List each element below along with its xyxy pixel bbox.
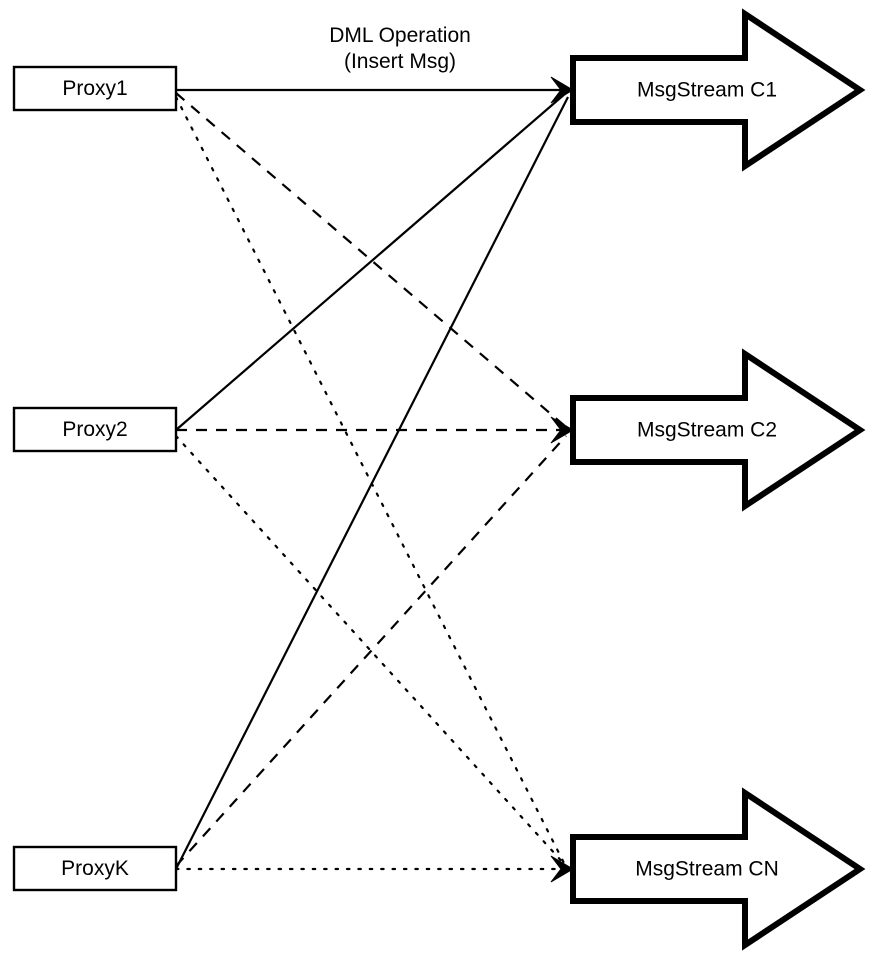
- proxy-node-proxyk[interactable]: ProxyK: [12, 845, 178, 892]
- streams-layer: MsgStream C1 MsgStream C2 MsgStream CN: [570, 8, 866, 951]
- proxy-node-proxy1[interactable]: Proxy1: [12, 65, 178, 112]
- stream-node-stream_c2[interactable]: MsgStream C2: [570, 348, 866, 512]
- arrowhead-head-c2: [550, 416, 574, 444]
- edge-caption-line-1: DML Operation: [329, 24, 471, 47]
- edge-caption: DML Operation (Insert Msg): [329, 24, 471, 73]
- proxy-label: ProxyK: [61, 857, 129, 880]
- stream-label: MsgStream C2: [637, 419, 777, 442]
- proxy-box-shape: [12, 406, 178, 453]
- proxy-label: Proxy1: [62, 77, 127, 100]
- proxy-node-proxy2[interactable]: Proxy2: [12, 406, 178, 453]
- stream-node-stream_cn[interactable]: MsgStream CN: [570, 787, 866, 951]
- connections-layer: [174, 88, 569, 871]
- connection-p2-c1[interactable]: [175, 92, 567, 431]
- stream-arrow-shape: [570, 8, 866, 172]
- arrowhead-head-c1: [550, 76, 574, 104]
- proxy-box-shape: [12, 845, 178, 892]
- stream-label: MsgStream C1: [637, 79, 777, 102]
- stream-arrow-shape: [570, 348, 866, 512]
- connection-p1-cn[interactable]: [174, 95, 566, 865]
- connection-pk-c2[interactable]: [175, 435, 567, 867]
- proxy-box-shape: [12, 65, 178, 112]
- stream-node-stream_c1[interactable]: MsgStream C1: [570, 8, 866, 172]
- stream-label: MsgStream CN: [635, 858, 779, 881]
- arrowheads-layer: [550, 76, 574, 883]
- connection-p1-c2[interactable]: [175, 92, 567, 428]
- stream-arrow-shape: [570, 787, 866, 951]
- proxy-label: Proxy2: [62, 418, 127, 441]
- edge-caption-line-2: (Insert Msg): [344, 50, 456, 73]
- arrowhead-head-cn: [550, 855, 574, 883]
